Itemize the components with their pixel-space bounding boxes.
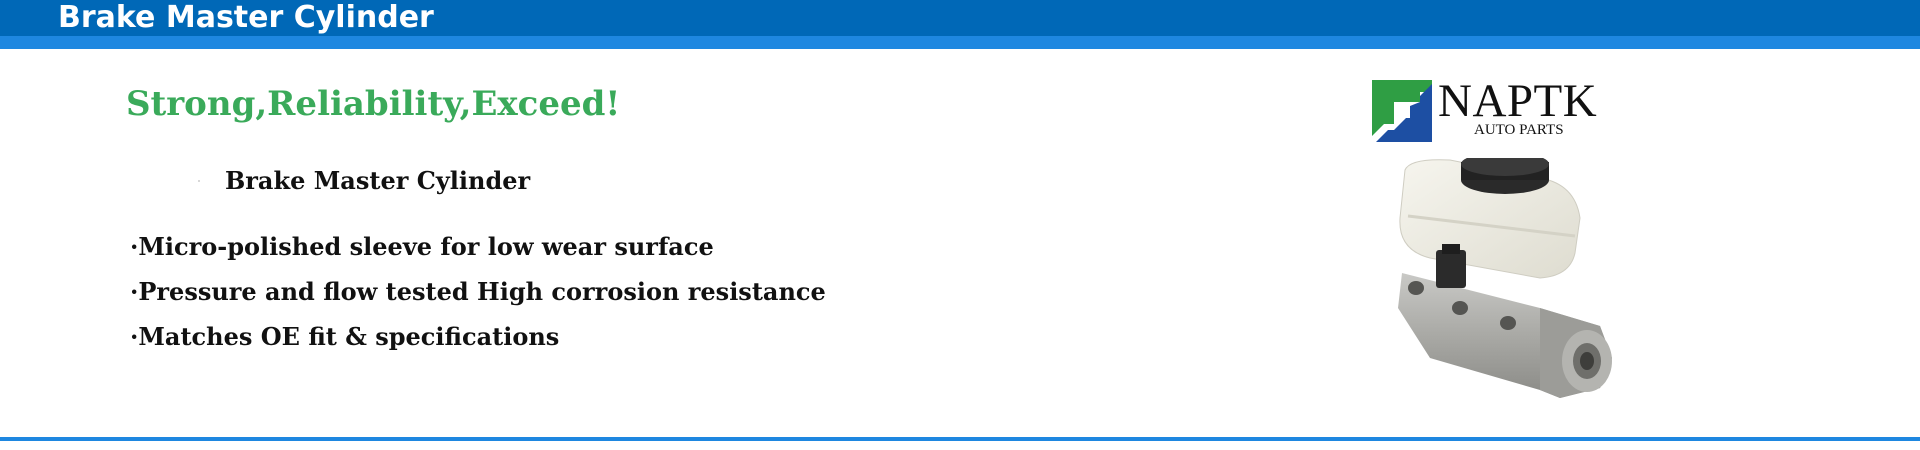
naptk-logo-icon	[1372, 80, 1432, 142]
brand-name: NAPTK	[1438, 75, 1598, 127]
page-title: Brake Master Cylinder	[58, 0, 434, 35]
slogan: Strong,Reliability,Exceed!	[126, 84, 621, 124]
brake-master-cylinder-image	[1398, 158, 1612, 398]
feature-list: ·Micro-polished sleeve for low wear surf…	[130, 224, 826, 359]
bottom-divider	[0, 437, 1920, 441]
brand-subtitle: AUTO PARTS	[1474, 122, 1564, 138]
brand-logo: NAPTK AUTO PARTS	[1372, 75, 1612, 144]
feature-item: ·Pressure and flow tested High corrosion…	[130, 277, 826, 306]
feature-item: ·Micro-polished sleeve for low wear surf…	[130, 232, 714, 261]
feature-item: ·Matches OE fit & specifications	[130, 322, 560, 351]
bullet-mark	[198, 180, 200, 182]
header-accent-bar	[0, 36, 1920, 49]
product-name: Brake Master Cylinder	[225, 166, 531, 195]
header-bar	[0, 0, 1920, 36]
